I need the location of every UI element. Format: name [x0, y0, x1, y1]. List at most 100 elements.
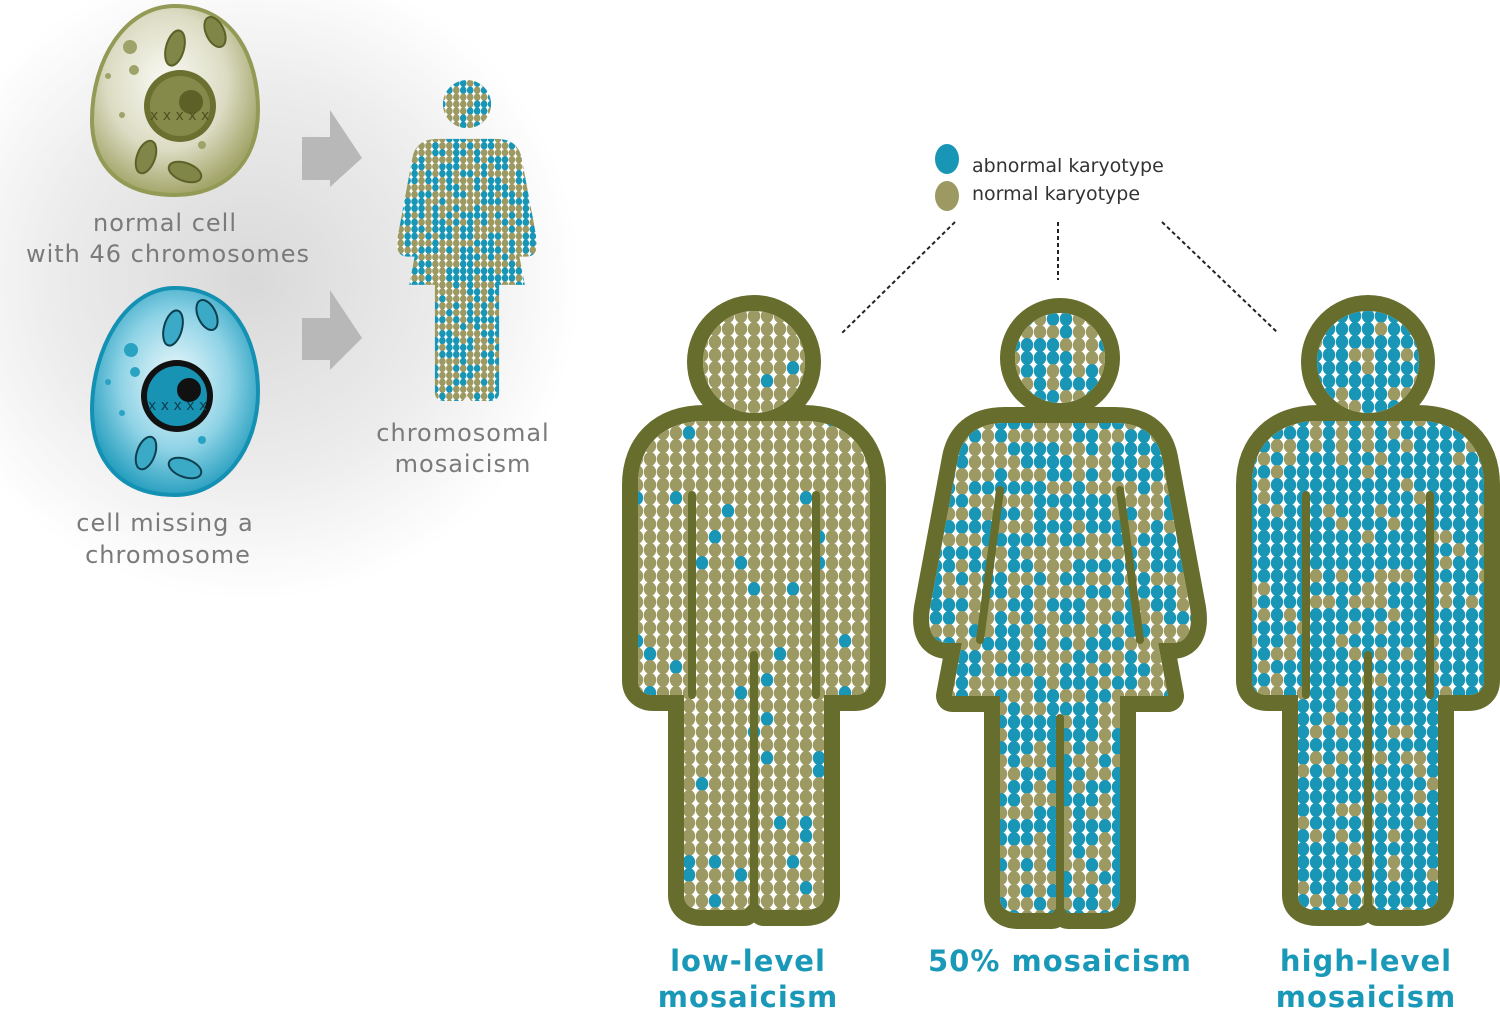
abnormal-cell-dot — [1348, 543, 1362, 557]
abnormal-cell-dot — [838, 829, 852, 843]
normal-cell-dot — [851, 569, 865, 583]
abnormal-cell-dot — [1033, 494, 1047, 508]
normal-cell-dot — [825, 608, 839, 622]
abnormal-cell-dot — [1478, 556, 1484, 570]
normal-cell-dot — [643, 517, 657, 531]
normal-cell-dot — [695, 764, 709, 778]
normal-cell-dot — [695, 439, 709, 453]
normal-cell-dot — [1072, 689, 1086, 703]
normal-cell-dot — [799, 452, 813, 466]
abnormal-cell-dot — [904, 455, 916, 469]
normal-cell-dot — [864, 335, 870, 349]
abnormal-cell-dot — [1452, 738, 1466, 752]
normal-cell-dot — [773, 335, 787, 349]
normal-cell-dot — [981, 468, 995, 482]
abnormal-cell-dot — [1203, 585, 1215, 599]
abnormal-cell-dot — [466, 86, 474, 94]
normal-cell-dot — [864, 400, 870, 414]
normal-cell-dot — [1098, 429, 1112, 443]
normal-cell-dot — [459, 183, 467, 192]
abnormal-cell-dot — [1257, 790, 1271, 804]
normal-cell-dot — [878, 413, 890, 427]
normal-cell-dot — [515, 155, 523, 164]
abnormal-cell-dot — [439, 162, 446, 171]
abnormal-cell-dot — [487, 392, 495, 400]
abnormal-cell-dot — [1387, 881, 1401, 895]
abnormal-cell-dot — [1098, 819, 1112, 833]
normal-cell-dot — [1348, 881, 1362, 895]
abnormal-cell-dot — [942, 611, 956, 625]
normal-cell-dot — [1257, 582, 1271, 596]
abnormal-cell-dot — [1374, 803, 1388, 817]
abnormal-cell-dot — [522, 197, 530, 206]
abnormal-cell-dot — [1309, 738, 1323, 752]
normal-cell-dot — [1189, 871, 1191, 885]
normal-cell-dot — [799, 582, 813, 596]
abnormal-cell-dot — [1452, 816, 1466, 830]
normal-cell-dot — [838, 907, 852, 910]
abnormal-cell-dot — [929, 416, 943, 430]
abnormal-cell-dot — [1059, 663, 1073, 677]
normal-cell-dot — [1492, 400, 1500, 414]
normal-cell-dot — [411, 274, 418, 282]
abnormal-cell-dot — [1387, 439, 1401, 453]
normal-cell-dot — [473, 93, 481, 101]
normal-cell-dot — [425, 211, 432, 220]
normal-cell-dot — [904, 676, 916, 690]
normal-cell-dot — [515, 211, 523, 220]
normal-cell-dot — [721, 478, 735, 492]
abnormal-cell-dot — [1296, 777, 1310, 791]
abnormal-cell-dot — [1232, 322, 1244, 336]
abnormal-cell-dot — [1413, 543, 1427, 557]
normal-cell-dot — [1176, 624, 1190, 638]
abnormal-cell-dot — [1085, 507, 1099, 521]
normal-cell-dot — [1296, 764, 1310, 778]
normal-cell-dot — [878, 894, 890, 908]
normal-cell-dot — [1150, 390, 1164, 404]
normal-cell-dot — [942, 390, 956, 404]
abnormal-cell-dot — [734, 686, 748, 700]
abnormal-cell-dot — [1046, 598, 1060, 612]
abnormal-cell-dot — [1163, 728, 1177, 742]
normal-cell-dot — [851, 842, 865, 856]
normal-cell-dot — [473, 329, 481, 338]
normal-cell-dot — [799, 699, 813, 713]
abnormal-cell-dot — [1439, 660, 1453, 674]
abnormal-cell-dot — [1270, 322, 1284, 336]
normal-cell-dot — [1478, 504, 1484, 518]
abnormal-cell-dot — [1163, 364, 1177, 378]
normal-cell-dot — [851, 777, 865, 791]
abnormal-cell-dot — [1400, 582, 1414, 596]
abnormal-cell-dot — [1478, 738, 1484, 752]
normal-cell-dot — [851, 595, 865, 609]
normal-cell-dot — [1400, 751, 1414, 765]
abnormal-cell-dot — [1270, 335, 1284, 349]
abnormal-cell-dot — [1400, 543, 1414, 557]
abnormal-cell-dot — [1426, 699, 1440, 713]
normal-cell-dot — [459, 309, 467, 317]
abnormal-cell-dot — [955, 520, 969, 534]
abnormal-cell-dot — [1072, 845, 1086, 859]
normal-cell-dot — [536, 93, 538, 101]
normal-cell-dot — [825, 543, 839, 557]
normal-cell-dot — [825, 621, 839, 635]
normal-cell-dot — [1033, 611, 1047, 625]
abnormal-cell-dot — [929, 676, 930, 690]
abnormal-cell-dot — [929, 793, 943, 807]
abnormal-cell-dot — [473, 322, 481, 331]
normal-cell-dot — [1176, 910, 1190, 913]
normal-cell-dot — [397, 246, 404, 254]
abnormal-cell-dot — [1465, 647, 1479, 661]
abnormal-cell-dot — [695, 556, 709, 570]
normal-cell-dot — [643, 530, 657, 544]
abnormal-cell-dot — [466, 315, 474, 324]
abnormal-cell-dot — [1374, 712, 1388, 726]
abnormal-cell-dot — [1252, 751, 1258, 765]
abnormal-cell-dot — [432, 218, 439, 227]
normal-cell-dot — [981, 364, 995, 378]
normal-cell-dot — [1203, 364, 1215, 378]
normal-cell-dot — [425, 149, 432, 157]
abnormal-cell-dot — [1452, 556, 1466, 570]
abnormal-cell-dot — [968, 351, 982, 365]
normal-cell-dot — [1413, 764, 1427, 778]
